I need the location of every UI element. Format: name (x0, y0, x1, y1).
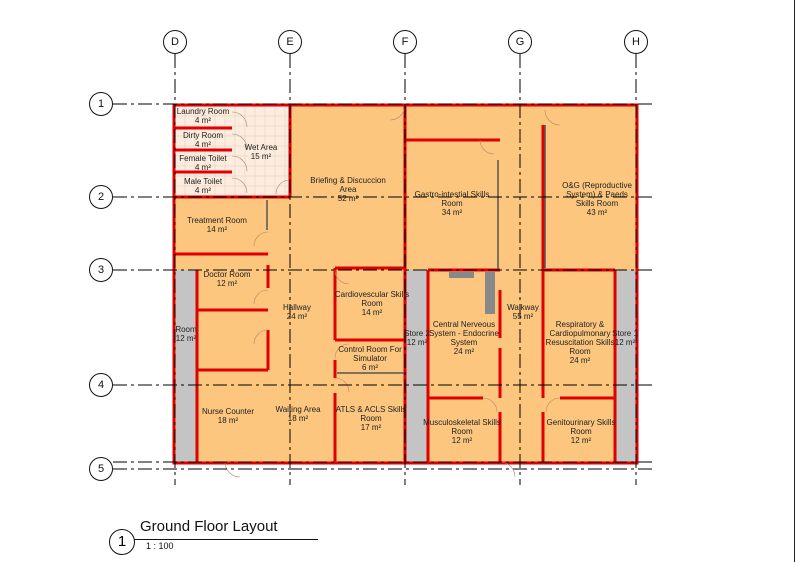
room-name: Respiratory & Cardiopulmonary Resuscitat… (545, 320, 615, 356)
room-name: Room (175, 325, 197, 334)
room-left-grey (176, 270, 197, 462)
room-name: Nurse Counter (201, 407, 255, 416)
room-name: Musculoskeletal Skills Room (423, 418, 501, 436)
door-swings (224, 104, 561, 478)
room-area: 14 m² (361, 308, 383, 317)
room-name: Female Toilet (179, 154, 227, 163)
room-name: Cardiovescular Skills Room (334, 290, 410, 308)
room-name: Treatment Room (187, 216, 247, 225)
room-area: 18 m² (287, 414, 309, 423)
room-area: 12 m² (614, 338, 636, 347)
store-2-fill (406, 270, 427, 462)
room-name: Store 1 (612, 329, 638, 338)
room-area: 6 m² (361, 363, 378, 372)
room-area: 18 m² (217, 416, 239, 425)
room-name: Genitourinary Skills Room (546, 418, 616, 436)
room-name: Waiting Area (275, 405, 321, 414)
room-area: 4 m² (194, 116, 211, 125)
room-area: 52 m² (337, 194, 359, 203)
room-area: 4 m² (194, 140, 211, 149)
wet-area-tiles (175, 106, 290, 197)
grid-bubble-column: G (508, 30, 532, 54)
room-name: ATLS & ACLS Skills Room (335, 405, 407, 423)
grid-lines (113, 54, 655, 485)
room-area: 43 m² (586, 208, 608, 217)
room-area: 4 m² (195, 163, 211, 172)
grid-bubble-row: 5 (89, 457, 113, 481)
room-name: Central Nerveous System - Endocrine Syst… (429, 320, 499, 347)
room-area: 12 m² (570, 436, 592, 445)
room-area: 24 m² (286, 312, 308, 321)
room-area: 24 m² (453, 347, 475, 356)
room-name: Walkway (507, 303, 539, 312)
room-area: 4 m² (195, 186, 211, 195)
room-name: Gastro-intestial Skills Room (414, 190, 490, 208)
view-title: Ground Floor Layout (140, 518, 278, 535)
room-area: 17 m² (360, 423, 382, 432)
room-area: 15 m² (250, 152, 272, 161)
view-number-bubble: 1 (109, 529, 135, 555)
room-area: 12 m² (406, 338, 428, 347)
room-area: 12 m² (451, 436, 473, 445)
room-tag-respiratory: Respiratory & Cardiopulmonary Resuscitat… (546, 320, 615, 365)
room-name: Dirty Room (182, 131, 224, 140)
grid-bubble-column: F (393, 30, 417, 54)
grid-bubble-column: H (624, 30, 648, 54)
room-area: 12 m² (216, 279, 238, 288)
grid-bubble-row: 3 (89, 258, 113, 282)
grid-bubble-row: 1 (89, 92, 113, 116)
room-name: Control Room For Simulator (338, 345, 402, 363)
grid-bubble-row: 2 (89, 185, 113, 209)
room-name: Doctor Room (203, 270, 251, 279)
store-1-fill (615, 270, 636, 462)
equipment (485, 272, 495, 314)
room-name: Store 2 (404, 329, 430, 338)
grid-bubble-row: 4 (89, 373, 113, 397)
room-name: Hallway (282, 303, 312, 312)
room-area: 55 m² (512, 312, 534, 321)
room-name: Laundry Room (176, 107, 230, 116)
room-area: 14 m² (206, 225, 228, 234)
grid-bubble-column: D (163, 30, 187, 54)
room-name: O&G (Reproductive System) & Paeds Skills… (562, 181, 632, 208)
room-name: Male Toilet (183, 177, 223, 186)
room-area: 34 m² (441, 208, 463, 217)
room-tag-og: O&G (Reproductive System) & Paeds Skills… (562, 181, 632, 217)
equipment (449, 272, 474, 278)
room-tag-cns: Central Nerveous System - Endocrine Syst… (429, 320, 499, 356)
room-area: 12 m² (175, 334, 197, 343)
room-area: 24 m² (569, 356, 591, 365)
room-name: Briefing & Discuccion Area (310, 176, 386, 194)
view-title-underline (134, 539, 318, 540)
view-scale: 1 : 100 (146, 541, 174, 551)
room-name: Wet Area (244, 143, 278, 152)
grid-bubble-column: E (278, 30, 302, 54)
